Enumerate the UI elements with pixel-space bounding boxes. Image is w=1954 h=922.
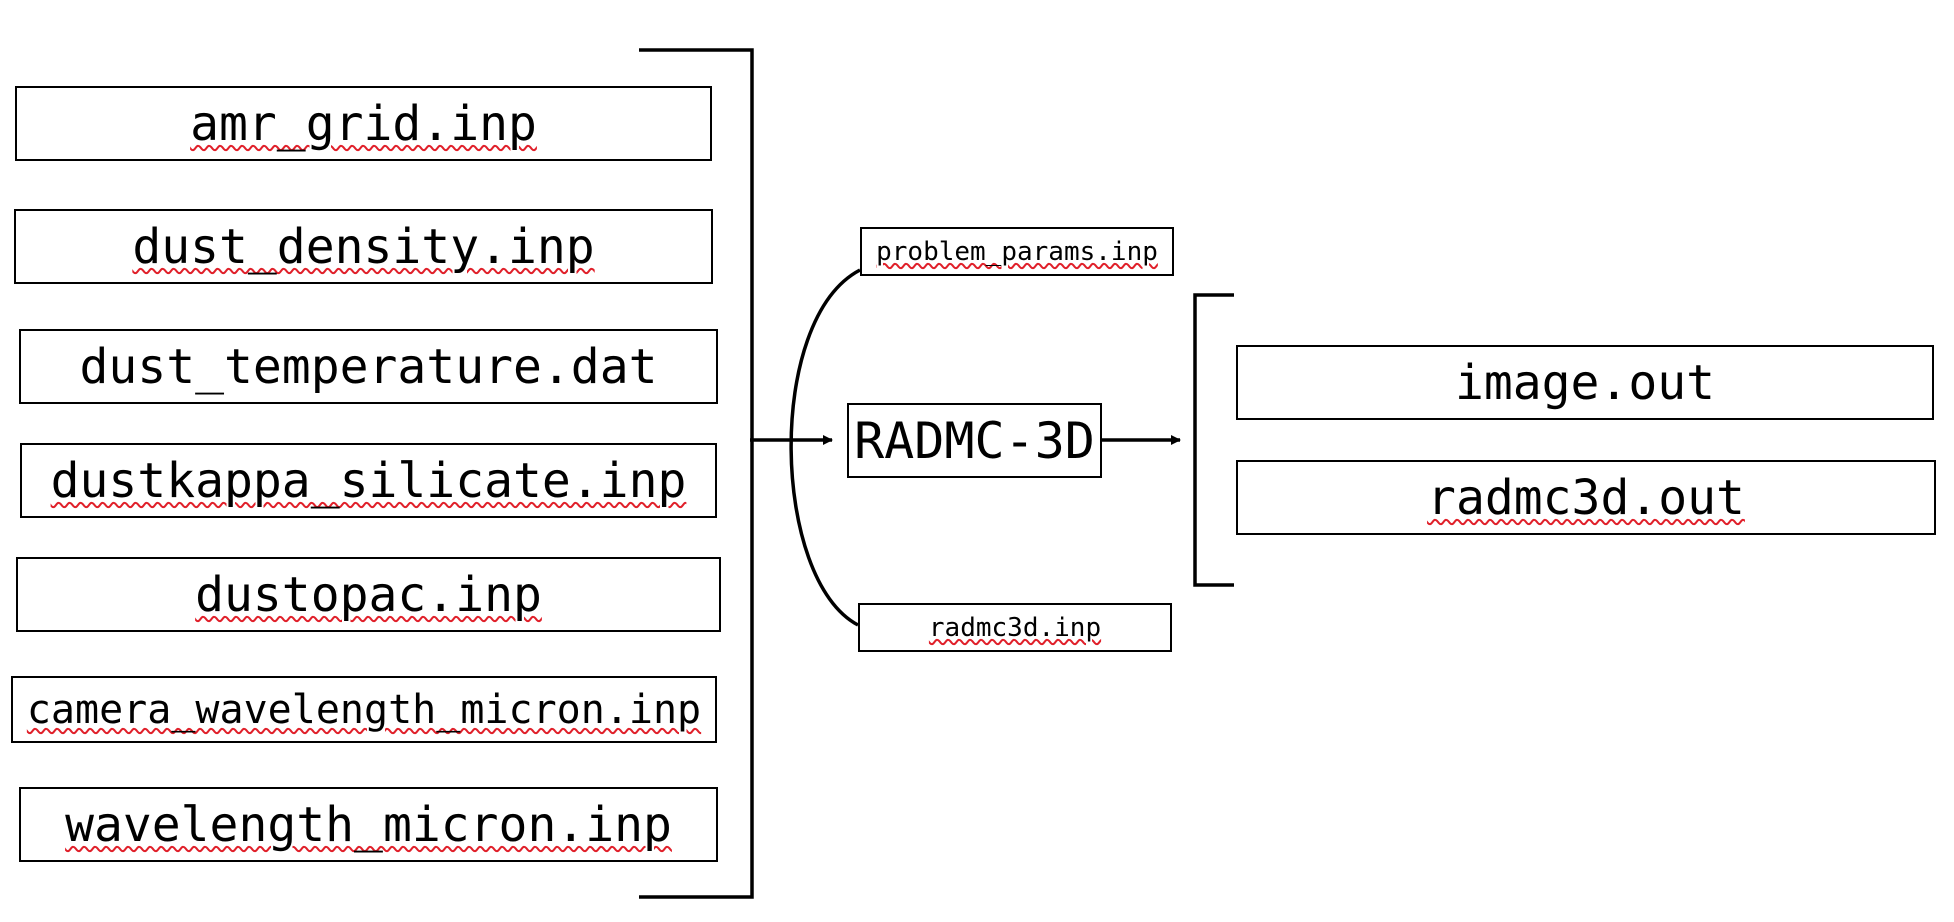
- param-curve: [789, 268, 861, 627]
- input-file-dust-density: dust_density.inp: [14, 209, 713, 284]
- param-file-label: problem_params.inp: [876, 236, 1158, 267]
- param-file-problem-params: problem_params.inp: [860, 227, 1174, 276]
- input-file-dustkappa-silicate: dustkappa_silicate.inp: [20, 443, 717, 518]
- program-box: RADMC-3D: [847, 403, 1102, 478]
- input-file-label: camera_wavelength_micron.inp: [26, 686, 702, 733]
- input-file-dustopac: dustopac.inp: [16, 557, 721, 632]
- param-file-label: radmc3d.inp: [928, 612, 1102, 643]
- input-bracket: [639, 48, 754, 899]
- output-file-radmc3d: radmc3d.out: [1236, 460, 1936, 535]
- param-file-radmc3d: radmc3d.inp: [858, 603, 1172, 652]
- input-file-label: dustkappa_silicate.inp: [50, 452, 687, 509]
- program-label: RADMC-3D: [854, 411, 1095, 470]
- output-bracket: [1193, 293, 1234, 587]
- input-file-label: dustopac.inp: [195, 566, 542, 623]
- input-file-dust-temperature: dust_temperature.dat: [19, 329, 718, 404]
- input-file-label: dust_temperature.dat: [79, 338, 658, 395]
- input-file-wavelength-micron: wavelength_micron.inp: [19, 787, 718, 862]
- output-file-label: radmc3d.out: [1427, 469, 1745, 526]
- input-file-camera-wavelength-micron: camera_wavelength_micron.inp: [11, 676, 717, 743]
- input-file-amr-grid: amr_grid.inp: [15, 86, 712, 161]
- input-file-label: dust_density.inp: [132, 218, 595, 275]
- input-file-label: wavelength_micron.inp: [65, 796, 672, 853]
- output-file-label: image.out: [1454, 354, 1716, 411]
- output-file-image: image.out: [1236, 345, 1934, 420]
- input-file-label: amr_grid.inp: [190, 95, 537, 152]
